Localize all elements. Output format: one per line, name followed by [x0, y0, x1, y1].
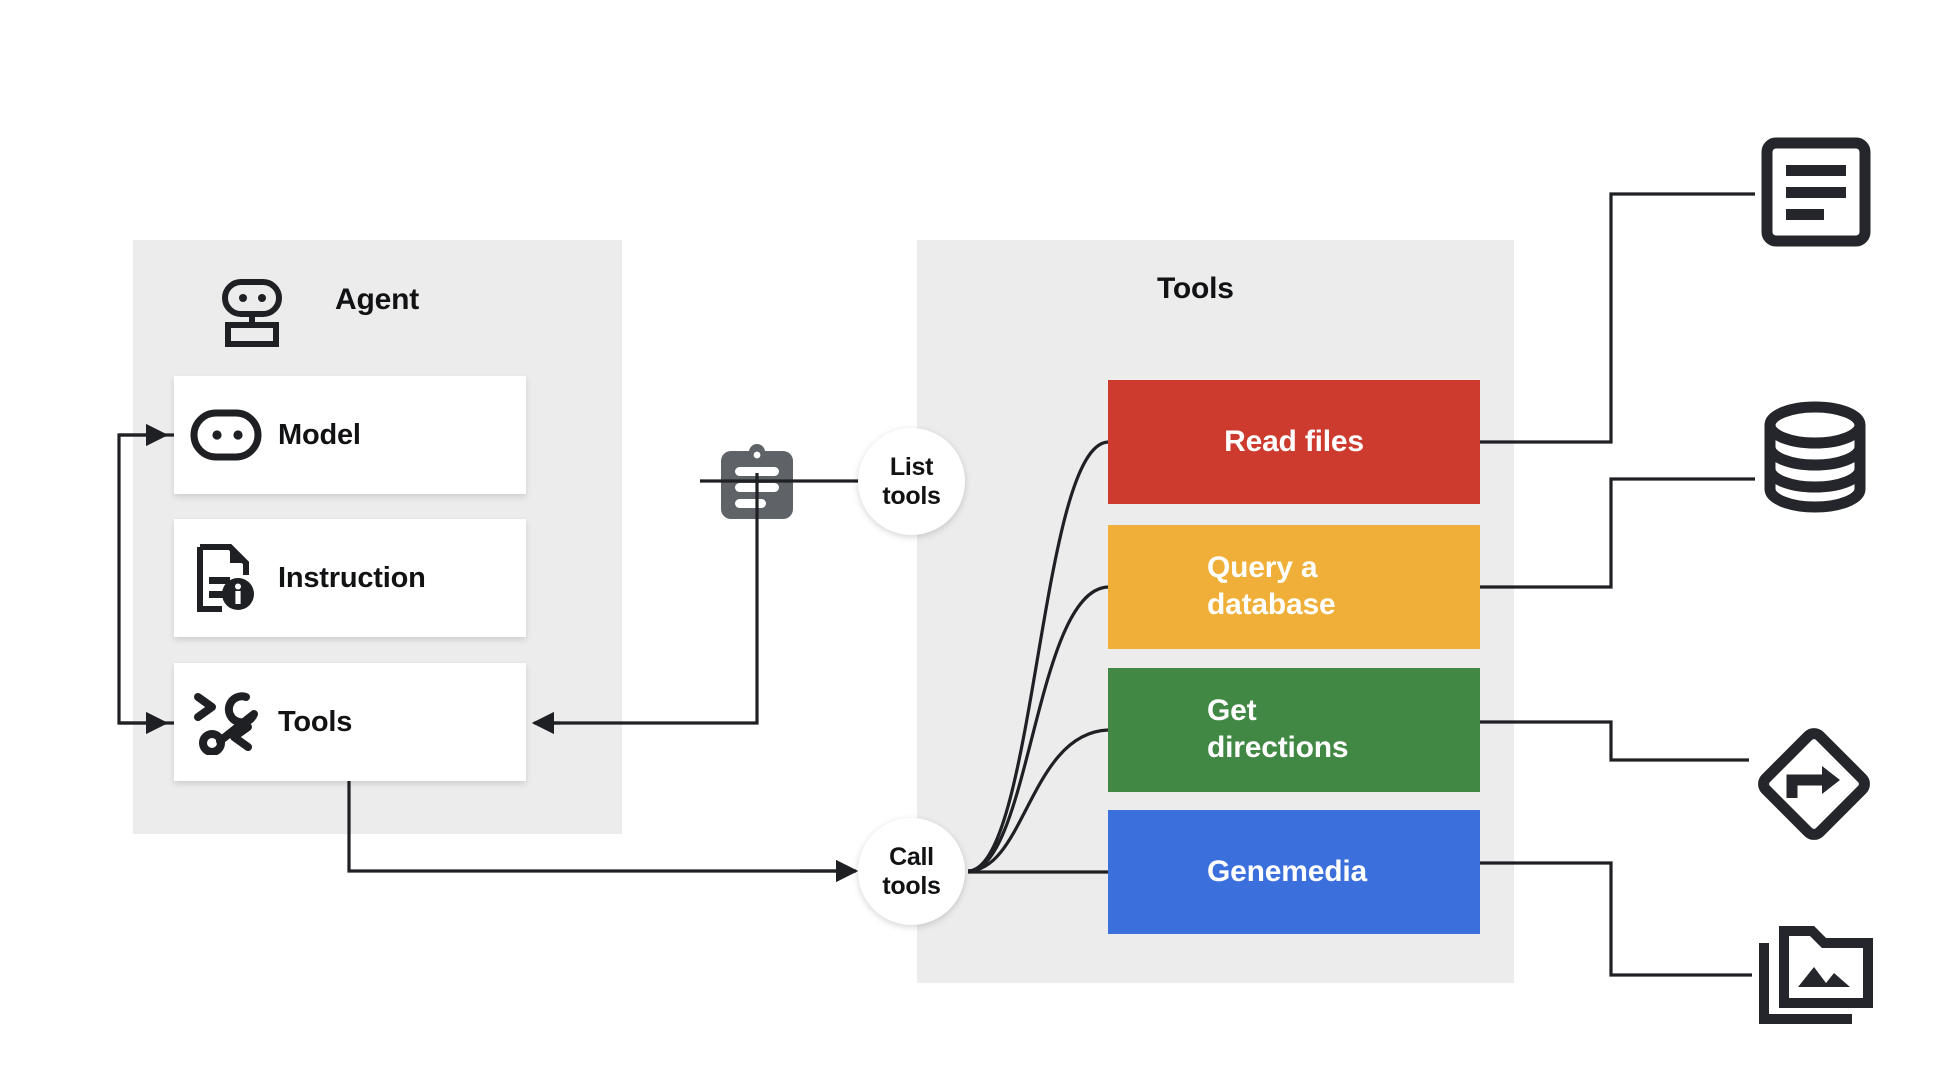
tool-chip-query-a-database-line1: Query a	[1207, 551, 1318, 585]
tools-panel-title: Tools	[1157, 272, 1234, 305]
tool-chip-read-files-line1: Read files	[1224, 424, 1364, 458]
agent-card-instruction[interactable]: Instruction	[174, 519, 526, 637]
agent-card-tools-label: Tools	[278, 705, 353, 738]
node-list-tools-line1: List	[889, 453, 934, 481]
tool-chip-query-a-database-line2: database	[1207, 588, 1336, 621]
agent-card-tools[interactable]: Tools	[174, 663, 526, 781]
tool-chip-query-a-database[interactable]: Query a database	[1108, 525, 1480, 649]
agent-card-instruction-label: Instruction	[278, 561, 426, 594]
tool-chip-get-directions[interactable]: Get directions	[1108, 668, 1480, 792]
agent-panel-title: Agent	[335, 283, 419, 316]
node-call-tools[interactable]: Call tools	[858, 818, 965, 925]
database-icon	[1759, 401, 1871, 513]
model-chip-icon	[174, 409, 278, 461]
agent-card-model[interactable]: Model	[174, 376, 526, 494]
tools-wrench-icon	[174, 689, 278, 755]
wire-get-directions-to-sign-icon	[1480, 720, 1749, 762]
node-list-tools[interactable]: List tools	[858, 428, 965, 535]
directions-sign-icon	[1752, 722, 1876, 846]
tool-chip-get-directions-line2: directions	[1207, 731, 1349, 764]
wire-read-files-to-document-icon	[1480, 192, 1755, 444]
document-info-icon	[174, 543, 278, 613]
wire-genemedia-to-media-icon	[1480, 861, 1752, 977]
tool-chip-get-directions-line1: Get	[1207, 694, 1257, 728]
robot-head-icon	[215, 275, 289, 349]
node-call-tools-line2: tools	[882, 871, 941, 900]
tool-chip-genemedia[interactable]: Genemedia	[1108, 810, 1480, 934]
agent-card-model-label: Model	[278, 418, 361, 451]
node-list-tools-line2: tools	[882, 481, 941, 510]
media-folder-icon	[1756, 925, 1874, 1029]
clipboard-list-icon	[719, 443, 795, 519]
tool-chip-read-files[interactable]: Read files	[1108, 380, 1480, 504]
wire-query-database-to-db-icon	[1480, 477, 1755, 589]
tool-chip-genemedia-line1: Genemedia	[1207, 854, 1367, 888]
document-lines-icon	[1761, 137, 1871, 247]
node-call-tools-line1: Call	[889, 843, 934, 871]
